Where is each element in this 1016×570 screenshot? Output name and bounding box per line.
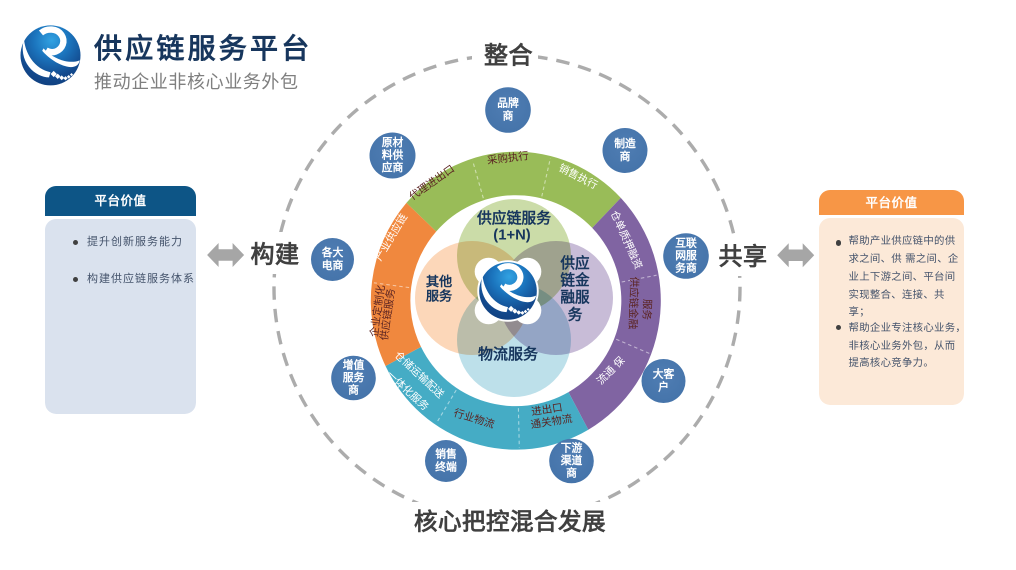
svg-text:应商: 应商 bbox=[382, 160, 404, 174]
svg-text:物流服务: 物流服务 bbox=[478, 345, 539, 363]
svg-text:电商: 电商 bbox=[322, 258, 344, 272]
svg-text:网服: 网服 bbox=[675, 249, 697, 262]
svg-text:(1+N): (1+N) bbox=[493, 228, 530, 244]
svg-text:商: 商 bbox=[348, 383, 359, 397]
svg-text:销售: 销售 bbox=[435, 447, 457, 461]
svg-text:原材: 原材 bbox=[382, 135, 404, 149]
svg-text:制造: 制造 bbox=[614, 136, 636, 150]
svg-text:构建: 构建 bbox=[251, 240, 300, 268]
svg-text:品牌: 品牌 bbox=[497, 96, 519, 110]
svg-text:融服: 融服 bbox=[560, 288, 590, 306]
svg-text:互联: 互联 bbox=[675, 235, 697, 249]
svg-text:增值: 增值 bbox=[343, 357, 365, 371]
svg-text:其他: 其他 bbox=[426, 273, 452, 289]
svg-text:链金: 链金 bbox=[560, 271, 590, 289]
svg-text:进出口: 进出口 bbox=[530, 401, 563, 419]
svg-text:终端: 终端 bbox=[435, 459, 457, 473]
svg-text:下游: 下游 bbox=[561, 440, 583, 454]
svg-text:料供: 料供 bbox=[382, 148, 404, 162]
svg-text:户: 户 bbox=[658, 379, 669, 393]
svg-text:商: 商 bbox=[566, 466, 577, 480]
svg-text:供应链服务: 供应链服务 bbox=[476, 209, 551, 227]
svg-text:服务: 服务 bbox=[640, 299, 654, 321]
svg-text:大客: 大客 bbox=[653, 367, 675, 381]
svg-text:务: 务 bbox=[568, 305, 583, 323]
svg-text:渠道: 渠道 bbox=[560, 453, 583, 467]
svg-text:共享: 共享 bbox=[719, 243, 768, 271]
svg-text:整合: 整合 bbox=[484, 42, 533, 70]
svg-text:服务: 服务 bbox=[343, 370, 365, 384]
svg-text:服务: 服务 bbox=[426, 288, 453, 304]
svg-text:供应链金融: 供应链金融 bbox=[626, 277, 641, 330]
svg-text:核心把控混合发展: 核心把控混合发展 bbox=[414, 508, 606, 535]
svg-text:商: 商 bbox=[503, 108, 514, 122]
svg-text:供应: 供应 bbox=[559, 254, 590, 272]
svg-text:务商: 务商 bbox=[675, 261, 697, 275]
svg-text:商: 商 bbox=[620, 149, 631, 163]
svg-text:各大: 各大 bbox=[321, 245, 344, 259]
svg-text:采购执行: 采购执行 bbox=[486, 149, 530, 167]
